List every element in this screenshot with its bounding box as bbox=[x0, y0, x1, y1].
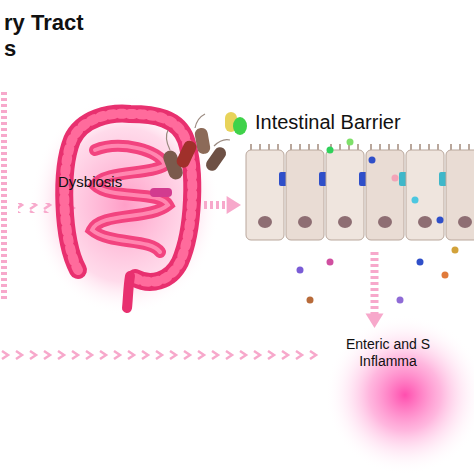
arrow-head bbox=[366, 314, 384, 328]
small-intestine bbox=[92, 146, 168, 252]
inflammation-glow bbox=[325, 315, 474, 474]
flow-arrow bbox=[204, 196, 241, 214]
flow-arrow bbox=[366, 252, 384, 328]
barrier-node: Intestinal Barrier bbox=[245, 108, 474, 248]
rectum bbox=[127, 276, 130, 308]
inflammation-node: Enteric and S Inflamma bbox=[325, 330, 474, 474]
node-label: Enteric and S Inflamma bbox=[333, 336, 443, 370]
dashed-line bbox=[0, 350, 322, 360]
node-label: Intestinal Barrier bbox=[255, 110, 401, 134]
epithelial-cells bbox=[246, 144, 474, 240]
bacteria bbox=[150, 112, 247, 197]
small-intestine-shine bbox=[92, 146, 168, 252]
gut-glow bbox=[30, 95, 220, 315]
large-intestine bbox=[64, 114, 192, 282]
arrow-shaft bbox=[204, 201, 227, 209]
gut-node: Dysbiosis bbox=[50, 105, 200, 305]
figure-title: ry Tract s bbox=[4, 10, 96, 62]
haustra bbox=[64, 114, 192, 282]
dashed-band bbox=[1, 92, 7, 300]
arrow-shaft bbox=[371, 252, 379, 314]
node-label: Dysbiosis bbox=[58, 173, 122, 191]
arrow-head bbox=[227, 196, 241, 214]
